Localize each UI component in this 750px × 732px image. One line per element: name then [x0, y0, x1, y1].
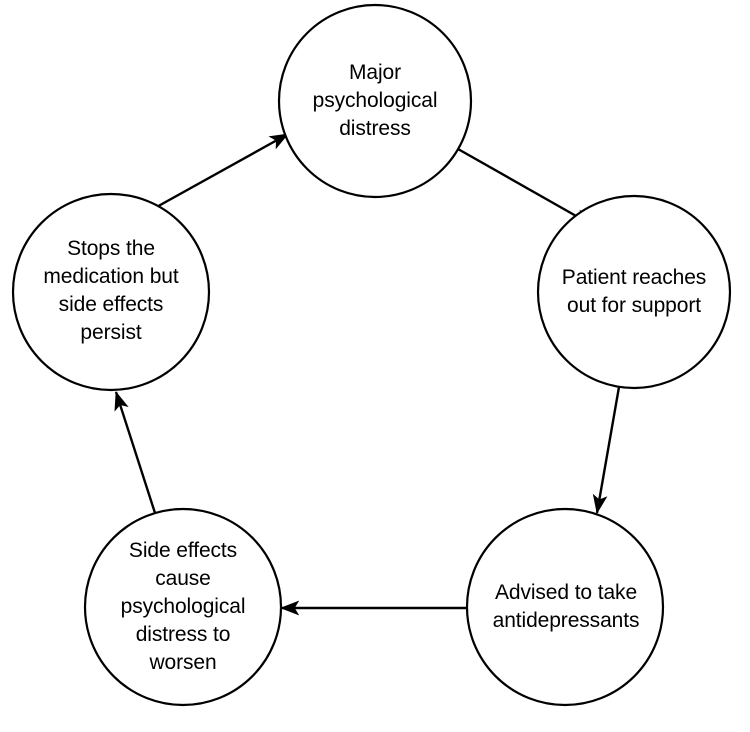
- node-advised-to-take-antidepressants[interactable]: [465, 507, 665, 707]
- edge-distress-to-support: [457, 147, 593, 227]
- edge-support-to-advised: [592, 386, 621, 514]
- edge-stops-to-distress: [143, 132, 289, 216]
- node-patient-reaches-out-for-support[interactable]: [536, 194, 732, 390]
- node-side-effects-cause-psychological-distress-to-worsen[interactable]: [83, 507, 283, 707]
- edge-side-effects-to-stops: [114, 391, 157, 514]
- node-major-psychological-distress[interactable]: [277, 3, 473, 199]
- node-stops-the-medication-but-side-effects-persist[interactable]: [11, 192, 211, 392]
